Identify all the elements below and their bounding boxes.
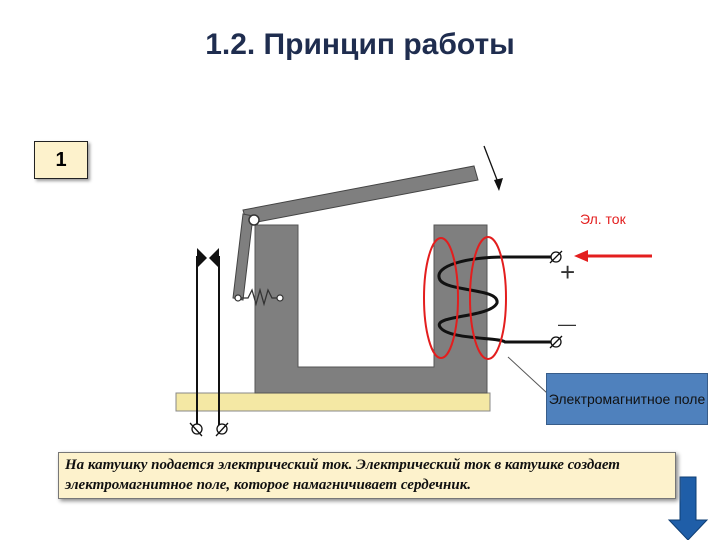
field-ellipse-left: [423, 237, 459, 359]
contact-right-icon: [209, 248, 219, 268]
page-title: 1.2. Принцип работы: [205, 28, 515, 61]
armature-arm: [232, 213, 254, 301]
spring-icon: [236, 287, 278, 307]
field-label-box: Электромагнитное поле: [546, 373, 708, 425]
minus-sign: —: [558, 314, 576, 334]
plus-sign: +: [560, 257, 575, 287]
pivot-icon: [248, 214, 260, 226]
armature-lever: [242, 165, 479, 225]
force-arrow-icon: [494, 178, 503, 191]
current-arrow-icon: [574, 250, 588, 262]
caption-box: На катушку подается электрический ток. Э…: [58, 452, 676, 499]
field-pointer-line: [507, 356, 548, 394]
field-ellipse-right: [469, 236, 507, 360]
coil: [437, 255, 555, 344]
current-label: Эл. ток: [580, 211, 626, 227]
down-arrow-icon: [667, 476, 709, 540]
base-plate: [175, 392, 491, 412]
slide-number-badge: 1: [34, 141, 88, 179]
contact-left-icon: [197, 248, 207, 268]
magnetic-core: [254, 224, 488, 394]
